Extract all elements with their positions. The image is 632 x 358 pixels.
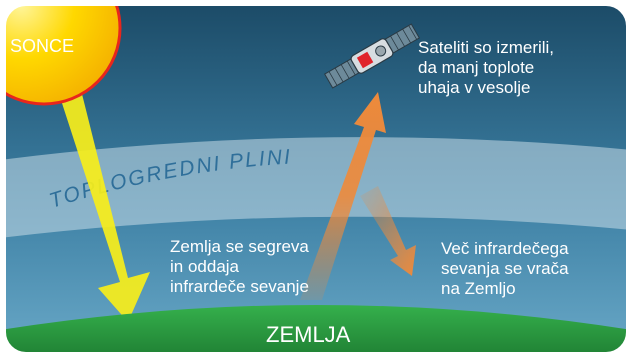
- sun: [4, 4, 122, 106]
- sun-label: SONCE: [10, 36, 75, 56]
- earth-emission-caption: Zemlja se segreva in oddaja infrardeče s…: [170, 237, 309, 296]
- ground-label: ZEMLJA: [266, 322, 351, 347]
- infrared-upward-arrow: [300, 92, 386, 300]
- returning-radiation-caption: Več infrardečega sevanja se vrača na Zem…: [441, 239, 569, 298]
- satellite-caption: Sateliti so izmerili, da manj toplote uh…: [418, 38, 555, 97]
- infrared-return-arrow: [360, 186, 416, 276]
- satellite-icon: [324, 23, 420, 89]
- ground-earth: [4, 305, 628, 354]
- greenhouse-gas-layer: [4, 137, 628, 238]
- sunbeam-arrow: [48, 54, 150, 322]
